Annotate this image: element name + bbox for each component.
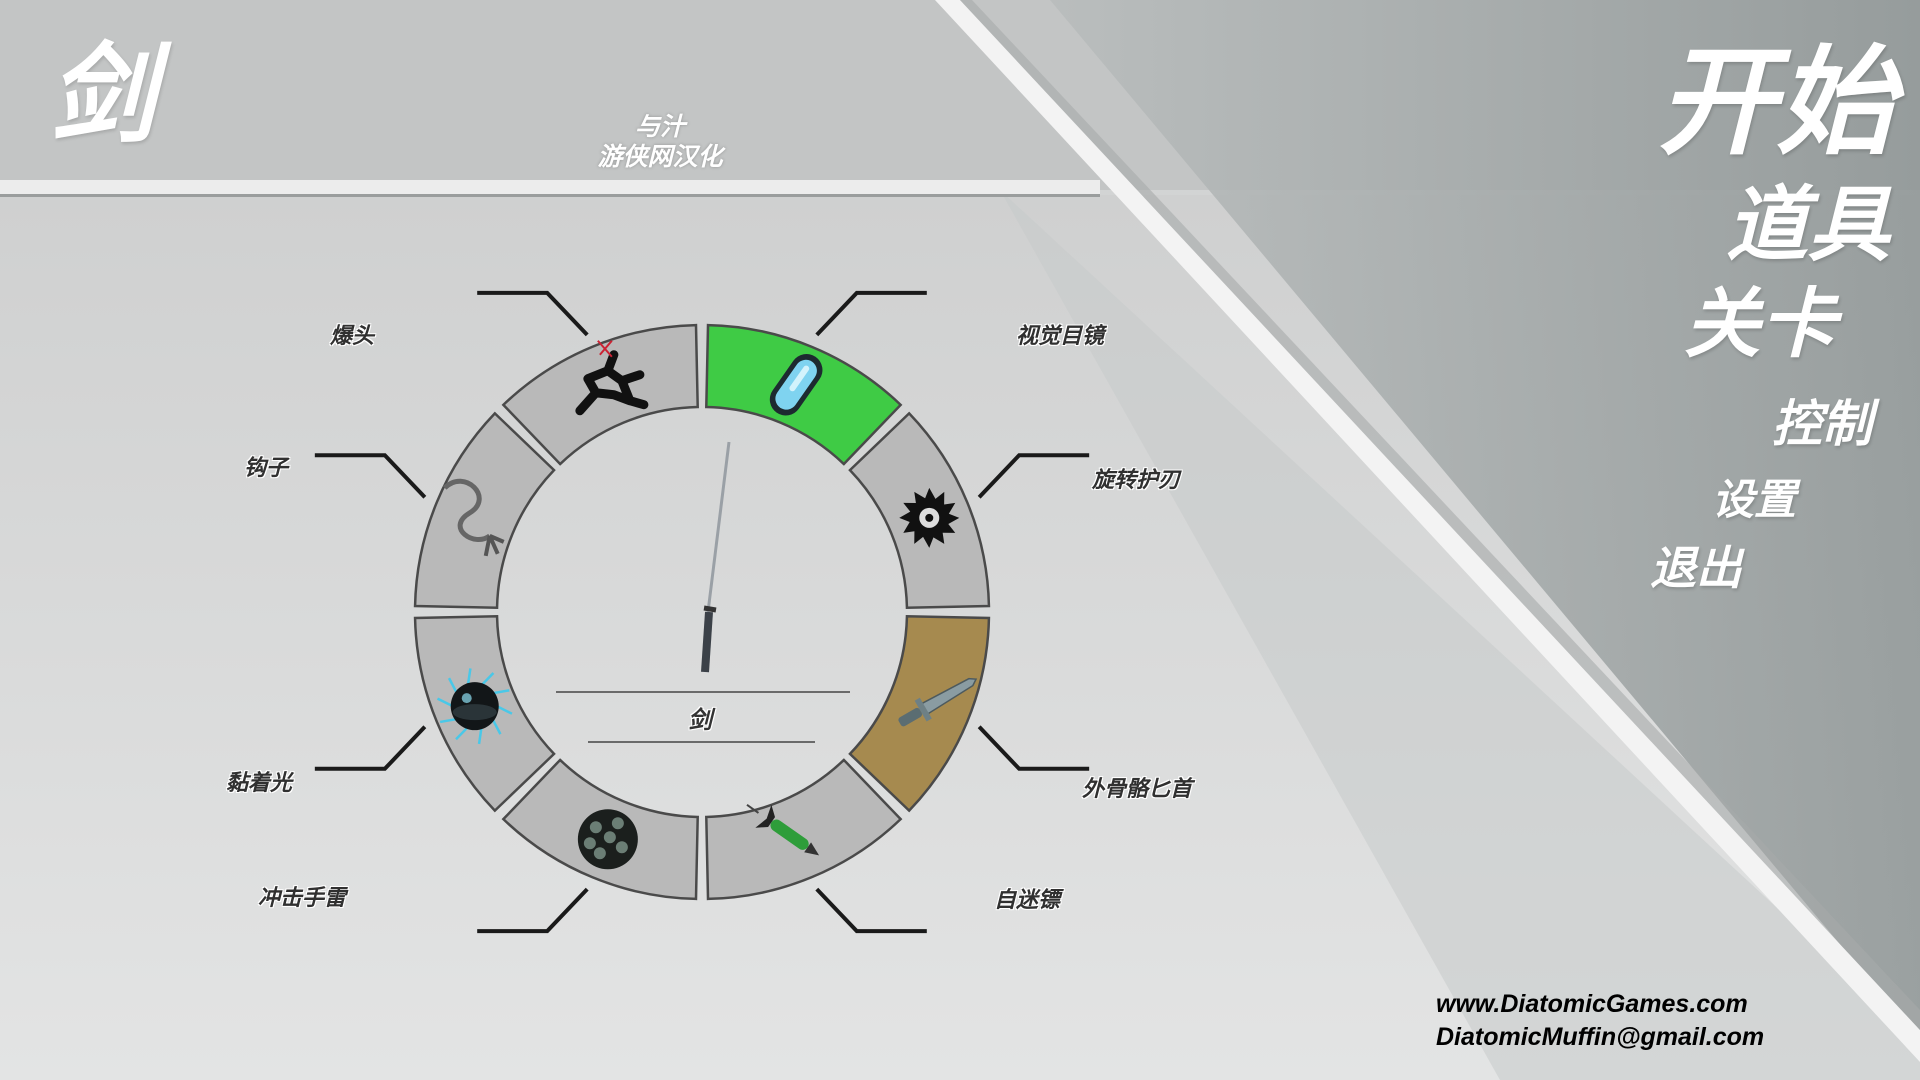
leader-line-sticky-light: [314, 725, 427, 771]
dagger-icon: [898, 677, 978, 727]
menu-settings[interactable]: 设置: [1711, 475, 1796, 524]
rocket-dart-icon: [746, 804, 820, 856]
grenade-icon: [577, 809, 638, 870]
sticky-light-icon: [436, 668, 513, 745]
menu-exit[interactable]: 退出: [1650, 541, 1742, 595]
leader-line-saw-blade: [977, 453, 1090, 499]
leader-line-dagger: [977, 725, 1090, 771]
wheel-label-saw-blade[interactable]: 旋转护刃: [1092, 468, 1181, 493]
wheel-label-sticky-light[interactable]: 黏着光: [226, 771, 293, 796]
goggles-icon: [769, 353, 823, 416]
selected-item-title: 剑: [48, 33, 156, 158]
wheel-segment-rocket-dart[interactable]: [705, 758, 903, 901]
credit-line-1: 与汁: [634, 112, 685, 141]
wheel-label-grenade[interactable]: 冲击手雷: [258, 886, 347, 911]
wheel-label-rocket-dart[interactable]: 自迷镖: [994, 888, 1061, 913]
menu-start[interactable]: 开始: [1657, 33, 1894, 171]
wheel-label-grapple-hook[interactable]: 钩子: [244, 456, 289, 481]
leader-line-rocket-dart: [815, 887, 927, 934]
wheel-label-dagger[interactable]: 外骨骼匕首: [1082, 777, 1193, 802]
selected-item-name: 剑: [688, 706, 712, 734]
ragdoll-icon: [575, 340, 649, 416]
credits: 与汁 游侠网汉化: [560, 112, 760, 172]
menu-items[interactable]: 道具: [1726, 178, 1890, 273]
leader-line-ragdoll: [477, 290, 589, 337]
website-link[interactable]: www.DiatomicGames.com: [1436, 990, 1748, 1018]
wheel-segment-grapple-hook[interactable]: [413, 411, 556, 609]
wheel-label-ragdoll[interactable]: 爆头: [330, 324, 375, 349]
leader-line-grenade: [477, 887, 589, 934]
wheel-label-goggles[interactable]: 视觉目镜: [1016, 324, 1105, 349]
saw-blade-icon: [899, 487, 960, 548]
credit-line-2: 游侠网汉化: [597, 142, 723, 171]
selected-sword-icon: [701, 441, 731, 673]
footer-contact: www.DiatomicGames.com DiatomicMuffin@gma…: [1436, 988, 1764, 1054]
menu-levels[interactable]: 关卡: [1684, 279, 1836, 368]
menu-controls[interactable]: 控制: [1772, 395, 1872, 453]
grapple-hook-icon: [442, 478, 505, 557]
leader-line-goggles: [815, 290, 927, 337]
leader-line-grapple-hook: [314, 453, 427, 499]
email-link[interactable]: DiatomicMuffin@gmail.com: [1436, 1023, 1765, 1051]
